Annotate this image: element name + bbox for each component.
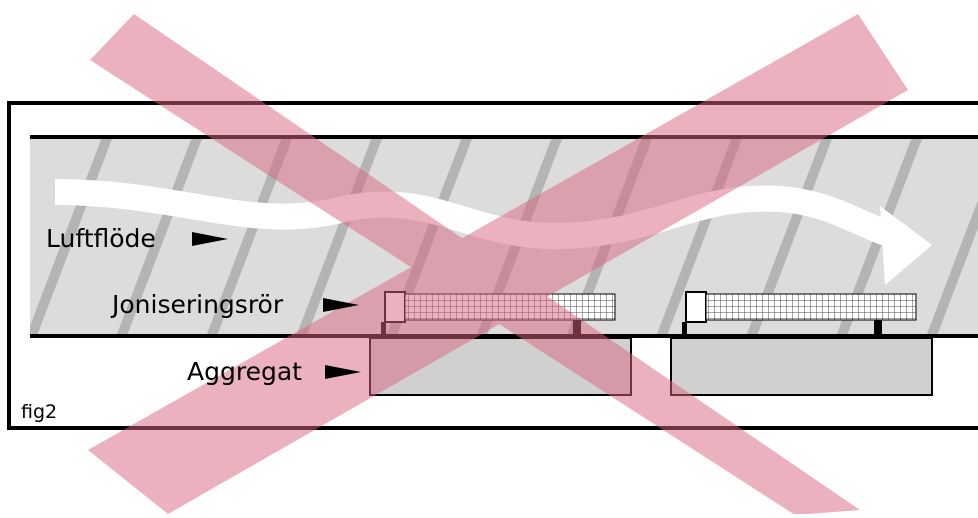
ion-tube-pointer-icon	[323, 298, 359, 312]
ion-tube-2	[682, 291, 917, 337]
airflow-label: Luftflöde	[46, 224, 156, 253]
unit-pointer-icon	[325, 365, 361, 379]
airflow-pointer-icon	[192, 232, 228, 246]
unit-label: Aggregat	[187, 357, 302, 386]
figure-label: fig2	[21, 401, 58, 423]
airflow-arrowhead	[880, 206, 932, 285]
strike-x-icon	[88, 14, 908, 515]
ion-tube-label: Joniseringsrör	[112, 290, 284, 319]
unit-box-2	[670, 337, 933, 396]
